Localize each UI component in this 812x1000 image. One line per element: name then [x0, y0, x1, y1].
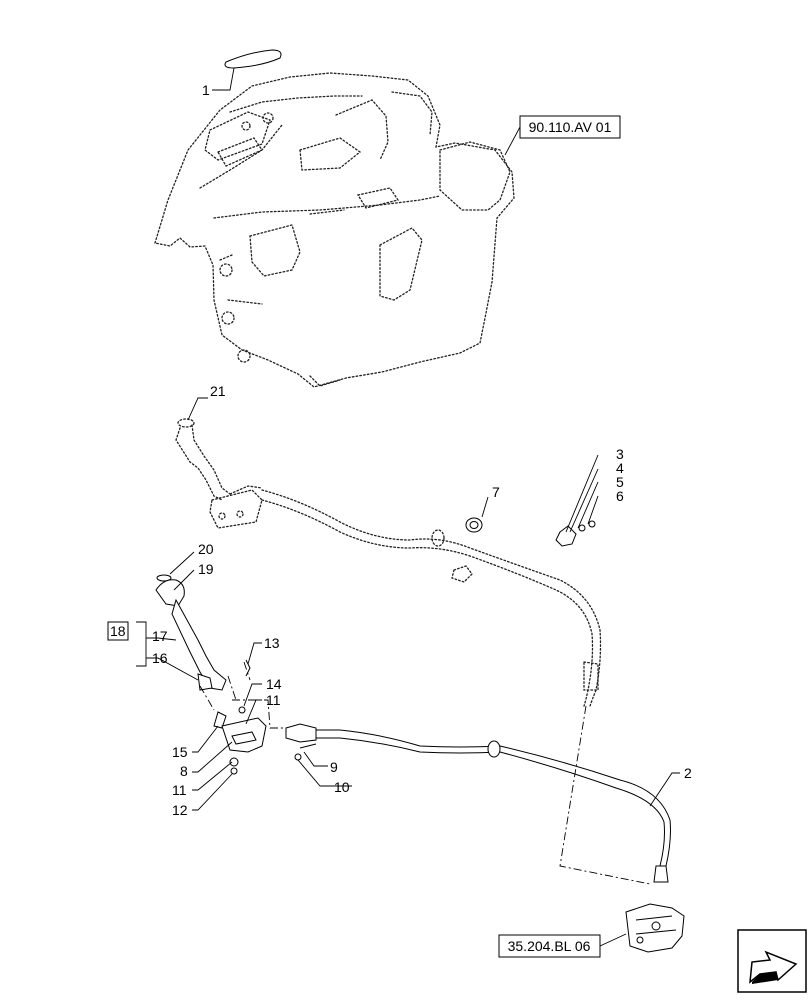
callout-4: 4	[616, 460, 624, 476]
part-grommet-7	[451, 517, 483, 583]
part-clip-3-6	[555, 520, 596, 547]
callout-8: 8	[180, 763, 188, 779]
assembly-lines	[199, 661, 651, 885]
callout-labels: 1 2 3 4 5 6 7 8 9 10 11 11 12 13 14 15 1…	[110, 82, 692, 818]
callout-19: 19	[198, 561, 214, 577]
callout-11-lower: 11	[172, 782, 187, 798]
reference-bottom-label: 35.204.BL 06	[508, 938, 591, 954]
callout-15: 15	[172, 744, 188, 760]
arrow-icon[interactable]	[737, 929, 807, 993]
callout-10: 10	[334, 779, 350, 795]
valve-body	[625, 903, 685, 953]
bracket-assembly	[213, 706, 267, 775]
callout-17: 17	[152, 628, 168, 644]
callout-6: 6	[616, 488, 624, 504]
callout-3: 3	[616, 446, 624, 462]
callout-21: 21	[210, 383, 226, 399]
fender-housing	[154, 72, 515, 388]
leader-lines	[136, 67, 680, 947]
reference-top-label: 90.110.AV 01	[529, 119, 612, 135]
callout-7: 7	[492, 484, 500, 500]
reference-top[interactable]: 90.110.AV 01	[519, 115, 621, 139]
callout-16: 16	[152, 650, 168, 666]
callout-13: 13	[264, 635, 280, 651]
callout-18: 18	[110, 623, 126, 639]
callout-12: 12	[172, 802, 188, 818]
part-handle-pad	[224, 49, 282, 69]
callout-2: 2	[684, 765, 692, 781]
callout-1: 1	[202, 82, 210, 98]
lower-lever-assembly	[155, 574, 251, 691]
reference-bottom[interactable]: 35.204.BL 06	[498, 934, 601, 958]
callout-20: 20	[198, 541, 214, 557]
callout-14: 14	[266, 676, 282, 692]
callout-11-upper: 11	[266, 692, 281, 708]
callout-9: 9	[330, 759, 338, 775]
callout-5: 5	[616, 474, 624, 490]
upper-lever-assembly	[175, 418, 263, 529]
lower-cable	[285, 723, 671, 883]
upper-cable	[261, 489, 602, 707]
group-box-18	[107, 621, 129, 641]
